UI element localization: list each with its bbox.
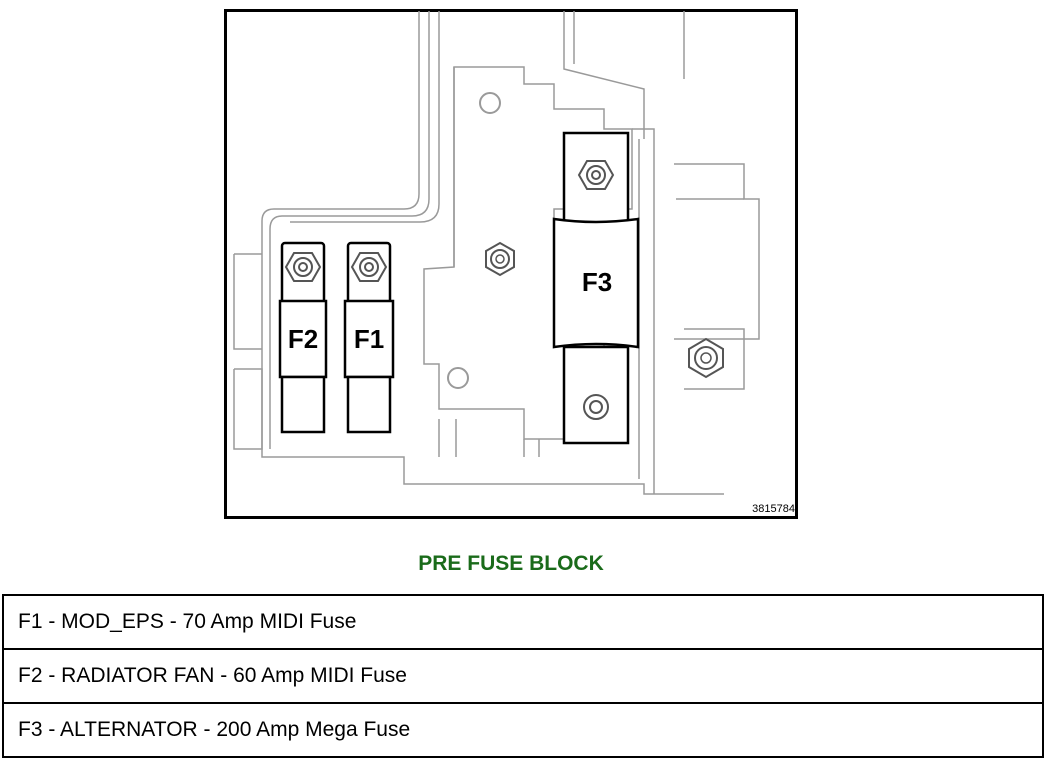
- bolt-top-icon: [479, 92, 501, 114]
- table-row: F2 - RADIATOR FAN - 60 Amp MIDI Fuse: [2, 648, 1044, 704]
- legend-f2: F2 - RADIATOR FAN - 60 Amp MIDI Fuse: [2, 648, 1044, 704]
- fuse-block-diagram: F2 F1 F3 3815784: [224, 9, 798, 519]
- fuse-f3-label: F3: [582, 267, 612, 297]
- fuse-f3: [552, 131, 640, 445]
- bolt-lower-icon: [447, 367, 469, 389]
- f3-bottom-bolt-icon: [583, 394, 609, 420]
- fuse-f1: [343, 241, 395, 434]
- page-title: PRE FUSE BLOCK: [418, 552, 604, 575]
- fuse-f2: [278, 241, 328, 434]
- legend-f1: F1 - MOD_EPS - 70 Amp MIDI Fuse: [2, 594, 1044, 650]
- legend-f3: F3 - ALTERNATOR - 200 Amp Mega Fuse: [2, 702, 1044, 758]
- fuse-legend-table: F1 - MOD_EPS - 70 Amp MIDI Fuse F2 - RAD…: [2, 594, 1044, 758]
- fuse-block-drawing: F2 F1 F3 3815784: [224, 9, 798, 519]
- diagram-reference-number: 3815784: [752, 503, 795, 515]
- fuse-f2-label: F2: [288, 324, 318, 354]
- table-row: F3 - ALTERNATOR - 200 Amp Mega Fuse: [2, 702, 1044, 758]
- f1-nut-icon: [350, 252, 388, 282]
- f3-top-nut-icon: [577, 160, 615, 190]
- table-row: F1 - MOD_EPS - 70 Amp MIDI Fuse: [2, 594, 1044, 650]
- housing-bolts: [447, 92, 501, 389]
- f2-nut-icon: [284, 252, 322, 282]
- right-nut-icon: [688, 337, 724, 379]
- fuse-f1-label: F1: [354, 324, 384, 354]
- center-nut-icon: [485, 241, 515, 277]
